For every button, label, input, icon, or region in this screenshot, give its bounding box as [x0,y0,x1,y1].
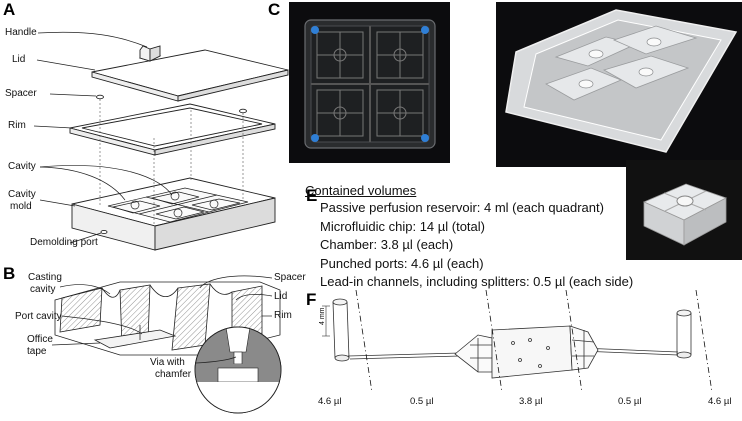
leader-via [195,356,237,364]
corner-marker-tl [311,26,319,34]
divider-1 [355,289,373,393]
leader-lid [36,59,96,71]
label-cavity-mold-1: Cavity [8,189,36,200]
panel-letter-a: A [3,0,16,19]
spacer-disc-left [96,94,104,100]
leader-handle [37,31,148,48]
divider-3 [565,289,583,393]
chamber [491,325,573,379]
label-rim-b: Rim [274,310,292,321]
divider-2 [485,289,503,393]
leader-lid-b [235,294,273,301]
photo-d-device-perspective [496,2,742,167]
label-office-tape-2: tape [27,346,47,357]
leader-spacer-b [199,275,273,289]
contained-volumes-title: Contained volumes [305,183,417,198]
label-rim: Rim [8,120,26,131]
left-lead-in-channel [347,352,461,357]
lid-handle [138,45,162,62]
label-lid: Lid [12,54,26,65]
label-office-tape-1: Office [27,334,53,345]
label-via-1: Via with [150,357,185,368]
divider-4 [695,289,713,393]
cavity-wells [107,187,249,223]
spacer-disc-right [239,108,247,114]
right-port-cylinder [676,309,692,359]
volume-label-right-channel: 0.5 µl [618,396,642,407]
volume-label-right-port: 4.6 µl [708,396,732,407]
volume-item-reservoir: Passive perfusion reservoir: 4 ml (each … [320,200,604,215]
panel-letter-b: B [3,264,16,283]
demolding-port-mark [100,229,108,235]
dimension-bracket [322,305,330,337]
corner-marker-br [421,134,429,142]
leader-spacer [49,93,97,97]
volume-label-left-channel: 0.5 µl [410,396,434,407]
volume-item-channels: Lead-in channels, including splitters: 0… [320,274,634,289]
leader-cavity-mold [39,199,76,207]
label-casting-cavity-1: Casting [28,272,62,283]
leader-rim [33,125,73,129]
leader-cavity-2 [39,165,173,196]
label-demolding-port: Demolding port [30,237,98,248]
corner-marker-tr [421,26,429,34]
office-tape [93,329,177,349]
volume-item-chamber: Chamber: 3.8 µl (each) [320,237,454,252]
leader-cavity-1 [39,166,126,201]
leader-port-cavity [61,315,143,335]
panel-letter-c: C [268,0,281,19]
panel-letter-e: E [306,186,318,205]
label-casting-cavity-2: cavity [30,284,56,295]
volume-label-left-port: 4.6 µl [318,396,342,407]
volume-label-chamber: 3.8 µl [519,396,543,407]
label-lid-b: Lid [274,291,288,302]
label-spacer-b: Spacer [274,272,306,283]
leader-casting-cavity [59,284,111,295]
leader-office-tape [51,342,101,346]
left-splitter [454,334,493,373]
lid-plate [91,49,289,102]
rim-frame [69,103,276,156]
hatch-left [59,287,103,333]
label-cavity-mold-2: mold [10,201,32,212]
volume-item-chip: Microfluidic chip: 14 µl (total) [320,218,485,234]
volume-item-ports: Punched ports: 4.6 µl (each) [320,255,484,271]
label-handle: Handle [5,27,37,38]
label-cavity: Cavity [8,161,36,172]
left-port-cylinder [332,298,350,362]
photo-d-inset-quadrant [626,160,742,260]
label-via-2: chamfer [155,369,192,380]
contained-volumes-list: Contained volumes Passive perfusion rese… [303,182,643,292]
photo-c-device-top-view [289,2,450,163]
dimension-4mm-label: 4 mm [319,307,326,326]
leader-demolding-port [69,232,102,244]
label-port-cavity: Port cavity [15,311,62,322]
corner-marker-bl [311,134,319,142]
label-spacer: Spacer [5,88,37,99]
panel-letter-f: F [306,290,317,309]
